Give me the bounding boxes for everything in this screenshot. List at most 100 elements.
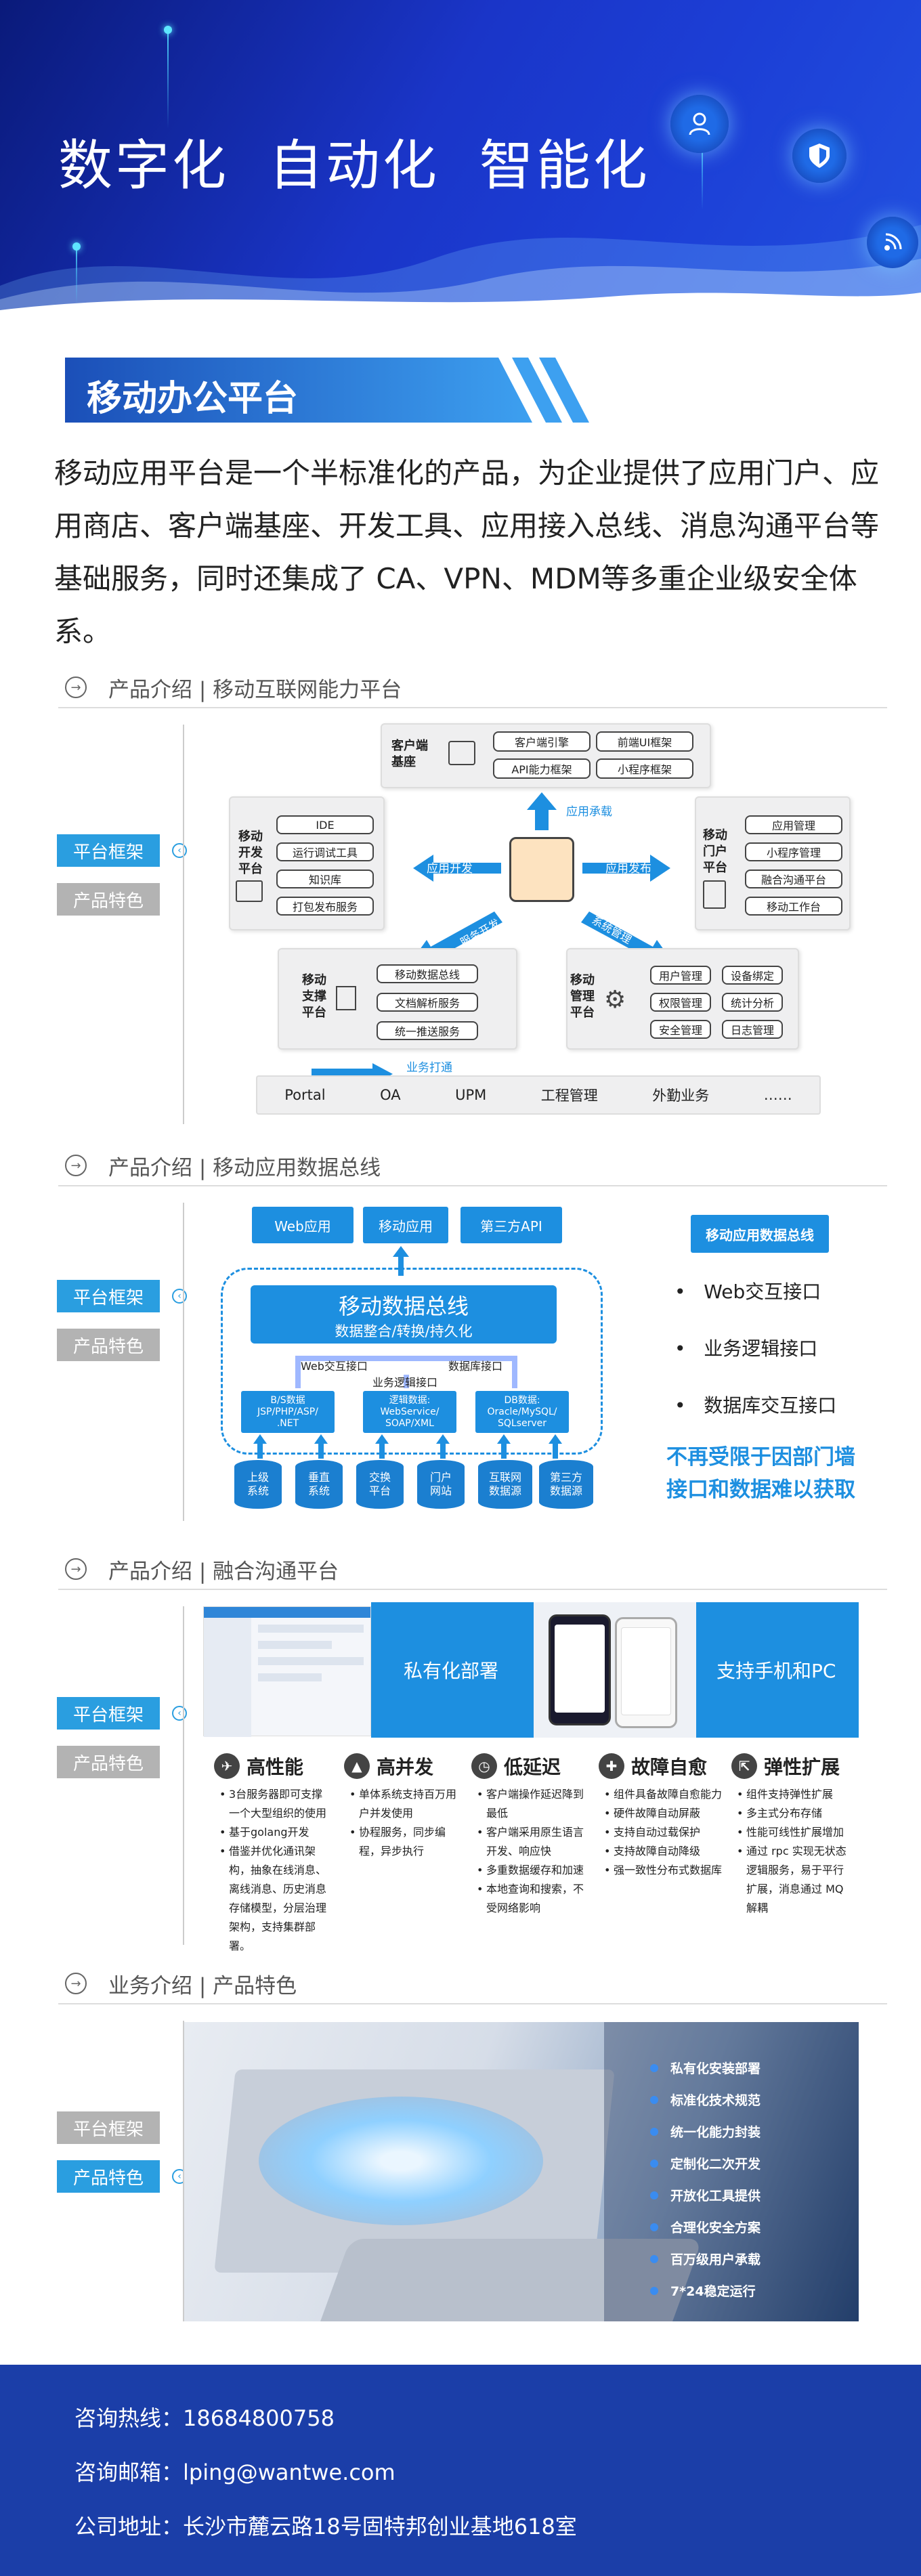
- arrow-left-icon: ‹: [172, 1706, 187, 1721]
- client-item: 客户端引擎: [493, 731, 591, 752]
- feature-point: 定制化二次开发: [650, 2147, 761, 2179]
- banner-mobile-pc: 支持手机和PC: [716, 1660, 836, 1682]
- dev-platform-label: 移动 开发 平台: [238, 830, 263, 876]
- shield-icon: [792, 129, 847, 183]
- mgmt-item: 权限管理: [650, 993, 711, 1012]
- feature-point: 开放化工具提供: [650, 2179, 761, 2211]
- tab-product-features[interactable]: 产品特色: [57, 883, 160, 916]
- feature-point: 统一化能力封装: [650, 2116, 761, 2147]
- support-platform-label: 移动 支撑 平台: [302, 973, 326, 1020]
- iface-label: 数据库接口: [448, 1360, 503, 1373]
- hero-wave: [0, 225, 921, 313]
- client-item: API能力框架: [493, 758, 591, 779]
- feature-point: 私有化安装部署: [650, 2052, 761, 2084]
- support-item: 统一推送服务: [377, 1021, 478, 1040]
- pc-screenshot: [203, 1606, 371, 1737]
- hero-banner: 数字化 自动化 智能化: [0, 0, 921, 313]
- tab-platform-framework[interactable]: 平台框架: [57, 1280, 160, 1312]
- data-source: 上级 系统: [234, 1460, 282, 1509]
- expand-icon: ⇱: [731, 1753, 757, 1779]
- arrow-right-icon: →: [65, 1973, 87, 1994]
- divider: [183, 1606, 184, 1945]
- iface-label: Web交互接口: [301, 1360, 368, 1373]
- feature-point: 标准化技术规范: [650, 2084, 761, 2116]
- tab-product-features[interactable]: 产品特色: [57, 1746, 160, 1778]
- speed-icon: ◷: [471, 1753, 497, 1779]
- dev-item: 知识库: [276, 870, 374, 888]
- intro-text: 移动应用平台是一个半标准化的产品，为企业提供了应用门户、应用商店、客户端基座、开…: [54, 456, 880, 648]
- laptop-photo: [184, 2022, 859, 2321]
- feature-list: 组件支持弹性扩展多主式分布存储性能可线性扩展增加通过 rpc 实现无状态逻辑服务…: [737, 1785, 852, 1918]
- chart-icon: ▲: [344, 1753, 370, 1779]
- bus-slogan: 不再受限于因部门墙 接口和数据难以获取: [666, 1445, 855, 1502]
- bus-subtitle: 数据整合/转换/持久化: [335, 1323, 473, 1339]
- feature-title: ⇱弹性扩展: [731, 1753, 840, 1780]
- business-item: 外勤业务: [652, 1088, 710, 1104]
- heal-icon: ✚: [599, 1753, 624, 1779]
- business-item: ……: [763, 1087, 792, 1103]
- business-item: UPM: [455, 1087, 487, 1103]
- feature-list: 组件具备故障自愈能力硬件故障自动屏蔽支持自动过载保护支持故障自动降级强一致性分布…: [604, 1785, 722, 1880]
- mgmt-item: 设备绑定: [722, 966, 783, 985]
- section-title: 移动办公平台: [87, 379, 299, 419]
- business-item: OA: [380, 1087, 401, 1103]
- feature-list: 3台服务器即可支撑一个大型组织的使用基于golang开发借鉴并优化通讯架构，抽象…: [219, 1785, 332, 1956]
- business-bar: Portal OA UPM 工程管理 外勤业务 ……: [256, 1075, 821, 1115]
- arrow-right-icon: →: [65, 1558, 87, 1580]
- section-head-text: 产品介绍 | 移动应用数据总线: [108, 1155, 381, 1180]
- deco-line: [702, 135, 703, 210]
- mgmt-platform-label: 移动 管理 平台: [570, 973, 595, 1020]
- feature-list: 单体系统支持百万用户并发使用协程服务，同步编程，异步执行: [349, 1785, 462, 1861]
- source-arrows: [253, 1434, 562, 1459]
- footer-hotline[interactable]: 咨询热线：18684800758: [74, 2405, 335, 2431]
- user-icon: [670, 95, 729, 153]
- bus-title: 移动数据总线: [338, 1293, 469, 1319]
- tab-platform-framework[interactable]: 平台框架: [57, 2111, 160, 2144]
- feature-points: 私有化安装部署 标准化技术规范 统一化能力封装 定制化二次开发 开放化工具提供 …: [650, 2052, 761, 2306]
- support-item: 移动数据总线: [377, 964, 478, 983]
- bus-bullet: • Web交互接口: [674, 1281, 821, 1303]
- section-head-4: →业务介绍 | 产品特色: [58, 1964, 887, 2004]
- arrow-right-icon: →: [65, 677, 87, 698]
- computer-icon: [236, 880, 263, 902]
- top-app: Web应用: [252, 1207, 354, 1243]
- footer: 咨询热线：18684800758 咨询邮箱：lping@wantwe.com 公…: [0, 2365, 921, 2576]
- arrow-label-up: 应用承载: [566, 805, 612, 819]
- tab-platform-framework[interactable]: 平台框架: [57, 1697, 160, 1730]
- tab-product-features[interactable]: 产品特色: [57, 2160, 160, 2193]
- client-item: 小程序框架: [596, 758, 693, 779]
- feature-point: 7*24稳定运行: [650, 2275, 761, 2306]
- feature-point: 百万级用户承载: [650, 2243, 761, 2275]
- data-source: 第三方 数据源: [539, 1460, 593, 1509]
- client-base-label: 客户端 基座: [391, 739, 428, 769]
- dev-item: 打包发布服务: [276, 897, 374, 916]
- footer-address: 公司地址：长沙市麓云路18号固特邦创业基地618室: [74, 2514, 577, 2539]
- tab-platform-framework[interactable]: 平台框架: [57, 834, 160, 867]
- data-source: 垂直 系统: [295, 1460, 343, 1509]
- deco-line: [167, 27, 169, 129]
- bus-boundary: [221, 1268, 603, 1455]
- arrow-label-down: 业务打通: [406, 1061, 452, 1075]
- sub-layer: 逻辑数据: WebService/ SOAP/XML: [363, 1391, 456, 1433]
- interface-brackets: [295, 1356, 517, 1388]
- divider: [183, 2021, 184, 2321]
- iface-label: 业务逻辑接口: [372, 1376, 438, 1389]
- section-head-text: 产品介绍 | 融合沟通平台: [108, 1559, 339, 1584]
- monitor-icon: [448, 741, 475, 765]
- mgmt-item: 安全管理: [650, 1020, 711, 1039]
- support-item: 文档解析服务: [377, 993, 478, 1012]
- top-app: 第三方API: [460, 1207, 562, 1243]
- data-source: 门户 网站: [417, 1460, 465, 1509]
- footer-email[interactable]: 咨询邮箱：lping@wantwe.com: [74, 2460, 395, 2485]
- data-source: 互联网 数据源: [478, 1460, 532, 1509]
- bus-bullet: • 数据库交互接口: [674, 1394, 837, 1417]
- top-app: 移动应用: [363, 1207, 448, 1243]
- portal-platform-label: 移动 门户 平台: [703, 828, 727, 875]
- side-title: 移动应用数据总线: [691, 1215, 829, 1253]
- feature-title: ✚故障自愈: [599, 1753, 707, 1780]
- mgmt-item: 统计分析: [722, 993, 783, 1012]
- arrow-label-left: 应用开发: [427, 862, 473, 876]
- dev-item: 运行调试工具: [276, 842, 374, 861]
- tab-product-features[interactable]: 产品特色: [57, 1329, 160, 1361]
- data-source: 交换 平台: [356, 1460, 404, 1509]
